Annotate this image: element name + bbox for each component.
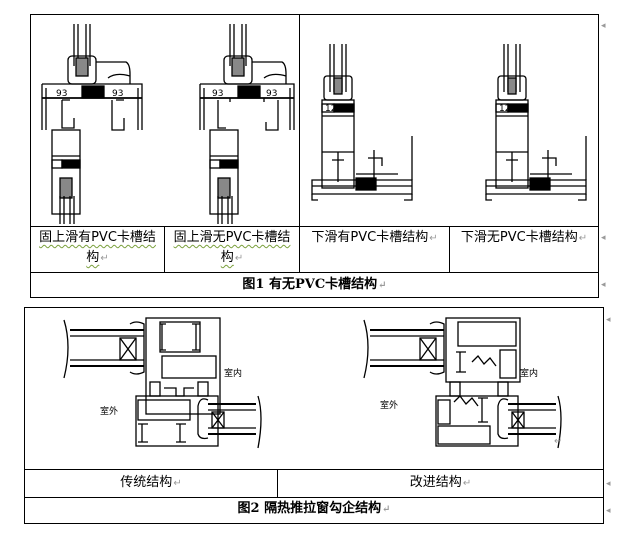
indoor-label: 室内 — [224, 367, 242, 379]
figure-title-text: 图2 隔热推拉窗勾企结构 — [237, 501, 382, 516]
drawing-bottom-slide-without-pvc: 12 — [485, 44, 587, 201]
margin-marker-icon: ◂ — [601, 21, 606, 31]
table-border-top — [24, 307, 604, 308]
margin-marker-icon: ◂ — [601, 280, 606, 290]
indoor-label: 室内 — [520, 367, 538, 379]
profile-label: 93 — [112, 89, 123, 99]
caption-text: 传统结构 — [120, 475, 173, 490]
drawing-top-slide-with-pvc: 93 93 — [41, 24, 143, 224]
column-divider — [277, 469, 278, 497]
caption-line: 固上滑无PVC卡槽结 — [173, 230, 291, 245]
drawing-bottom-slide-with-pvc: 12 — [311, 44, 413, 201]
table-border-left — [24, 307, 25, 524]
profile-label: 93 — [56, 89, 67, 99]
paragraph-mark-icon: ↵ — [173, 478, 182, 489]
caption-top-slide-without-pvc: 固上滑无PVC卡槽结 构↵ — [165, 228, 299, 269]
row-divider — [30, 272, 599, 273]
profile-label: 93 — [212, 89, 223, 99]
figure1-title: 图1 有无PVC卡槽结构↵ — [31, 276, 598, 295]
caption-traditional-structure: 传统结构↵ — [25, 473, 277, 494]
paragraph-mark-icon: ↵ — [100, 253, 109, 264]
figure2-title: 图2 隔热推拉窗勾企结构↵ — [25, 500, 603, 519]
caption-text: 改进结构 — [409, 475, 462, 490]
table-border-right — [603, 307, 604, 524]
table-border-top — [30, 14, 599, 15]
paragraph-mark-icon: ↵ — [578, 233, 588, 244]
row-divider — [24, 497, 604, 498]
table-border-bottom — [30, 297, 599, 298]
paragraph-mark-icon: ↵ — [378, 280, 387, 291]
caption-line: 固上滑有PVC卡槽结 — [39, 230, 156, 245]
table-border-left — [30, 14, 31, 298]
caption-line: 构 — [86, 250, 100, 265]
margin-marker-icon: ◂ — [601, 233, 606, 243]
paragraph-mark-icon: ↵ — [554, 436, 563, 447]
paragraph-mark-icon: ↵ — [382, 504, 391, 515]
column-divider — [449, 226, 450, 272]
profile-label: 12 — [499, 104, 510, 114]
caption-line: 下滑无PVC卡槽结构 — [460, 230, 578, 245]
margin-marker-icon: ◂ — [606, 479, 611, 489]
paragraph-mark-icon: ↵ — [429, 233, 438, 244]
drawing-improved-interlock: 室内 室外 — [363, 317, 562, 449]
caption-bottom-slide-without-pvc: 下滑无PVC卡槽结构↵ — [450, 228, 598, 249]
column-divider — [299, 14, 300, 272]
caption-bottom-slide-with-pvc: 下滑有PVC卡槽结构↵ — [300, 228, 449, 249]
drawing-traditional-interlock: 室内 室外 — [63, 317, 262, 449]
profile-label: 12 — [325, 104, 336, 114]
paragraph-mark-icon: ↵ — [462, 478, 472, 489]
outdoor-label: 室外 — [380, 399, 398, 411]
column-divider — [164, 226, 165, 272]
table-border-right — [598, 14, 599, 298]
drawing-top-slide-without-pvc: 93 93 — [199, 24, 295, 224]
caption-line: 构 — [220, 250, 234, 265]
table-border-bottom — [24, 523, 604, 524]
caption-improved-structure: 改进结构↵ — [278, 473, 603, 494]
caption-line: 下滑有PVC卡槽结构 — [311, 230, 429, 245]
row-divider — [24, 469, 604, 470]
outdoor-label: 室外 — [100, 405, 118, 417]
margin-marker-icon: ◂ — [606, 506, 611, 516]
row-divider — [30, 226, 599, 227]
margin-marker-icon: ◂ — [606, 315, 611, 325]
figure-title-text: 图1 有无PVC卡槽结构 — [242, 277, 378, 292]
paragraph-mark-icon: ↵ — [234, 253, 244, 264]
profile-label: 93 — [266, 89, 277, 99]
caption-top-slide-with-pvc: 固上滑有PVC卡槽结 构↵ — [31, 228, 164, 269]
